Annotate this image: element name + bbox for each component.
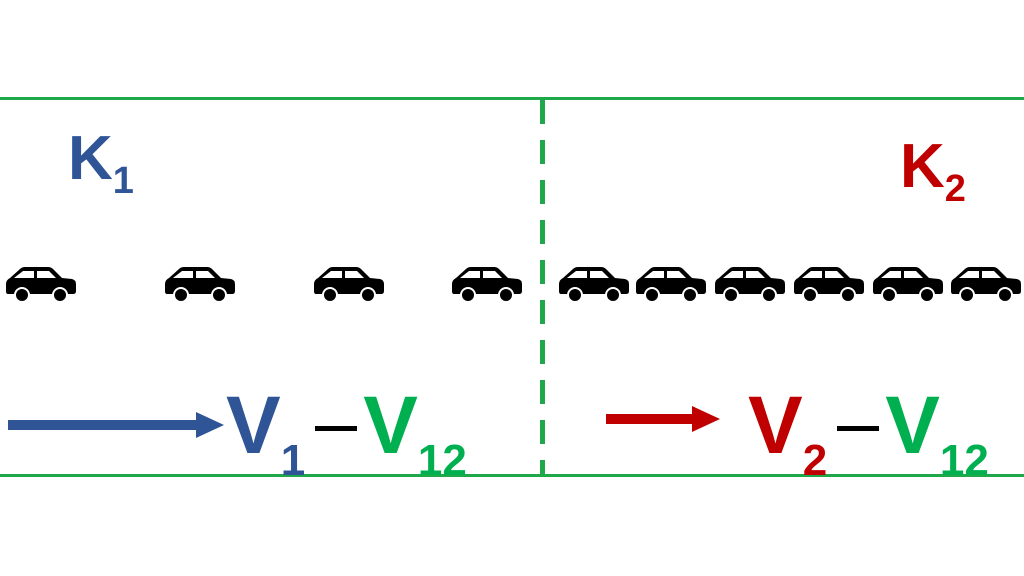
zone1-car-icon — [4, 266, 76, 304]
k-subscript: 2 — [944, 168, 966, 210]
road-bottom-line — [0, 474, 1024, 477]
zone1-car-icon — [163, 266, 235, 304]
zone1-density-label: K1 — [68, 128, 134, 202]
v-subscript: 12 — [417, 436, 467, 485]
zone2-car-icon — [949, 266, 1021, 304]
zone2-car-icon — [557, 266, 629, 304]
zone2-car-icon — [713, 266, 785, 304]
v-subscript: 2 — [802, 436, 828, 485]
k-subscript: 1 — [112, 160, 134, 202]
zone2-density-label: K2 — [900, 136, 966, 210]
v-symbol: V — [748, 380, 803, 471]
zone1-car-icon — [312, 266, 384, 304]
zone2-car-icon — [871, 266, 943, 304]
minus-sign — [837, 426, 880, 431]
road-top-line — [0, 97, 1024, 100]
v-subscript: 12 — [939, 436, 989, 485]
boundary-dashed-line — [540, 100, 545, 475]
zone2-arrow-icon — [606, 406, 720, 432]
v-symbol: V — [363, 380, 418, 471]
k-symbol: K — [900, 132, 945, 201]
k-symbol: K — [68, 124, 113, 193]
minus-sign — [315, 426, 358, 431]
v-subscript: 1 — [280, 436, 306, 485]
zone2-car-icon — [792, 266, 864, 304]
zone2-car-icon — [634, 266, 706, 304]
zone1-car-icon — [450, 266, 522, 304]
v-symbol: V — [885, 380, 940, 471]
zone1-arrow-icon — [8, 412, 224, 438]
v-symbol: V — [226, 380, 281, 471]
